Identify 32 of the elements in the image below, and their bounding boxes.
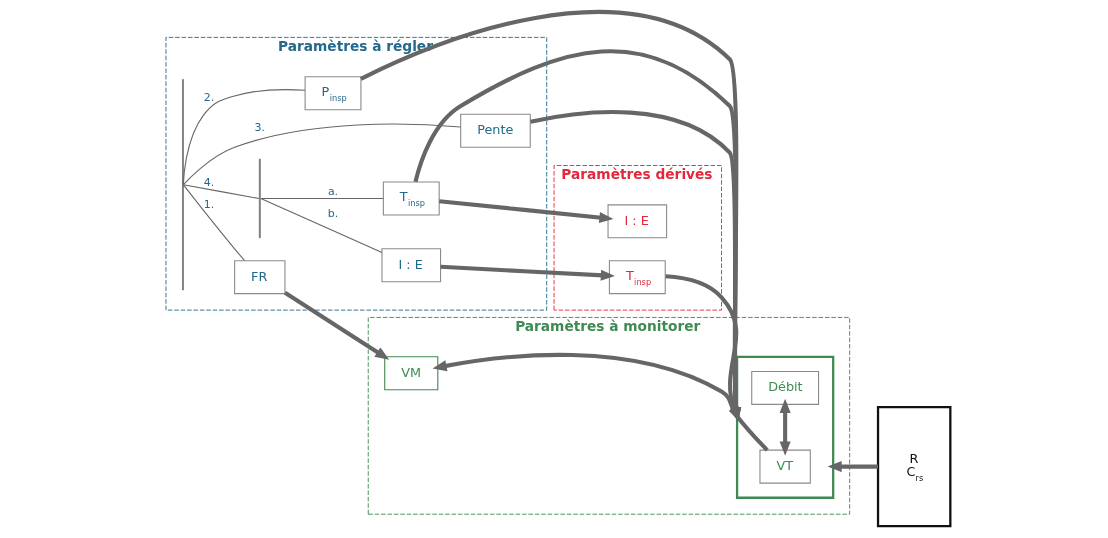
node-box: FR	[233, 260, 285, 295]
node-box: VM	[383, 356, 438, 391]
edge-label: 2.	[203, 91, 214, 105]
node-box: I : E	[380, 248, 441, 283]
arrow	[827, 461, 878, 473]
arrow	[438, 199, 613, 224]
node-box: P$_{insp}$	[304, 76, 361, 111]
node-box: VT	[758, 449, 811, 484]
connector	[259, 197, 382, 254]
node-box: Pente	[459, 113, 531, 148]
edge-label: 3.	[254, 121, 265, 135]
connector	[182, 184, 259, 199]
node-bar	[258, 158, 261, 239]
edge-label: 4.	[203, 176, 214, 190]
edge-label: a.	[327, 185, 338, 199]
connector	[182, 184, 245, 261]
node-box: T$_{insp}$	[608, 260, 666, 295]
connector	[182, 89, 306, 186]
node-box: T$_{insp}$	[382, 181, 440, 216]
node-bar	[181, 79, 184, 291]
cluster	[735, 355, 834, 499]
arrow	[439, 264, 615, 281]
node-box: R C$_{rs}$	[876, 406, 951, 528]
connector	[259, 197, 384, 199]
edge-label: b.	[327, 207, 338, 221]
arrow	[283, 291, 389, 360]
edge-label: 1.	[203, 198, 214, 212]
connector	[182, 123, 461, 186]
arrow	[432, 352, 769, 452]
arrow	[779, 398, 791, 456]
node-box: I : E	[607, 204, 667, 239]
node-box: Débit	[750, 370, 819, 405]
